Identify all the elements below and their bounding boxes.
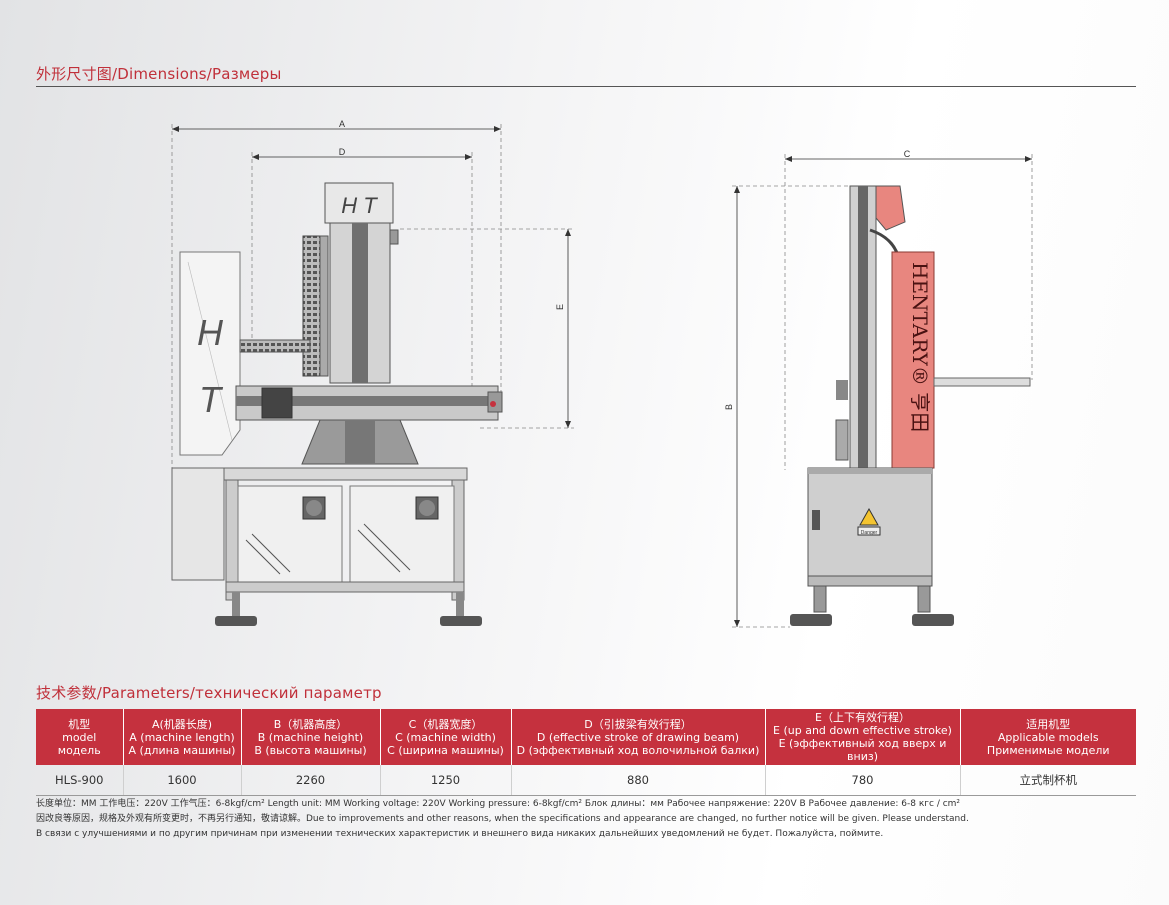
side-plate-letter-h: H: [197, 312, 224, 353]
cell-c: 1250: [380, 765, 512, 796]
cell-applicable: 立式制杯机: [960, 765, 1136, 796]
label-e: E: [555, 304, 565, 310]
label-c: C: [904, 149, 911, 159]
front-plate-text: H T: [341, 193, 378, 218]
note-changes: 因改良等原因，规格及外观有所变更时，不再另行通知，敬请谅解。Due to imp…: [36, 814, 969, 824]
note-units: 长度单位：MM 工作电压：220V 工作气压：6-8kgf/cm² Length…: [36, 799, 961, 809]
parameters-title: 技术参数/Parameters/технический параметр: [36, 684, 382, 702]
cell-e: 780: [765, 765, 961, 796]
side-plate-letter-t: T: [199, 379, 224, 420]
note-changes-ru: В связи с улучшениями и по другим причин…: [36, 829, 884, 839]
label-d: D: [339, 147, 346, 157]
warning-plate-text: Danger: [861, 530, 878, 536]
dimension-drawing: A D E H T H T: [171, 119, 1033, 628]
cell-b: 2260: [241, 765, 381, 796]
label-a: A: [339, 119, 345, 129]
dimension-c: [784, 154, 1033, 470]
dimension-e: [400, 228, 574, 429]
header-a: A(机器长度)A (machine length)A (длина машины…: [123, 709, 242, 765]
dimension-b: [732, 185, 850, 628]
brand-text: HENTARY® 亨田: [908, 262, 932, 432]
cell-a: 1600: [123, 765, 242, 796]
label-b: B: [724, 404, 734, 410]
dimension-d: [251, 152, 473, 400]
cell-model: HLS-900: [36, 765, 124, 796]
cell-d: 880: [511, 765, 766, 796]
front-view: A D E H T H T: [171, 119, 574, 626]
table-row: HLS-900 1600 2260 1250 880 780 立式制杯机: [36, 765, 1136, 796]
side-view: C B HENTARY® 亨田 Danger: [724, 149, 1033, 628]
title-divider: [36, 86, 1136, 87]
header-d: D（引拔梁有效行程）D (effective stroke of drawing…: [511, 709, 766, 765]
dimensions-title: 外形尺寸图/Dimensions/Размеры: [36, 65, 282, 83]
header-e: E（上下有效行程）E (up and down effective stroke…: [765, 709, 961, 765]
dimension-a: [171, 124, 502, 470]
header-b: B（机器高度）B (machine height)B (высота машин…: [241, 709, 381, 765]
header-c: C（机器宽度）C (machine width)C (ширина машины…: [380, 709, 512, 765]
footnotes: 长度单位：MM 工作电压：220V 工作气压：6-8kgf/cm² Length…: [36, 797, 969, 842]
